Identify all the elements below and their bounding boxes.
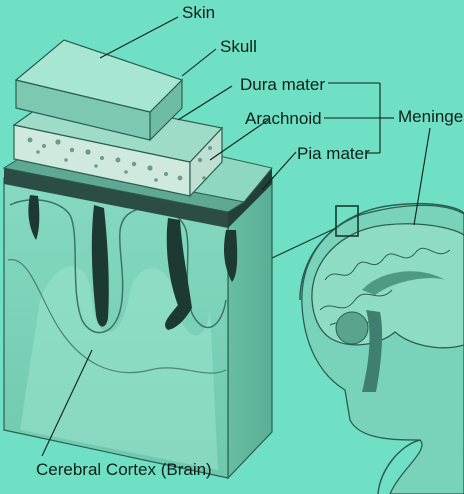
label-dura-mater: Dura mater — [240, 76, 325, 93]
label-skin: Skin — [182, 4, 215, 21]
label-meninges: Meninges — [398, 108, 464, 125]
label-cerebral-cortex: Cerebral Cortex (Brain) — [36, 461, 212, 478]
brain-block-side — [228, 178, 272, 478]
cerebellum — [336, 312, 368, 344]
head-illustration — [272, 204, 464, 494]
label-pia-mater: Pia mater — [297, 145, 370, 162]
label-skull: Skull — [220, 38, 257, 55]
label-arachnoid: Arachnoid — [245, 110, 322, 127]
tissue-block — [4, 40, 272, 478]
